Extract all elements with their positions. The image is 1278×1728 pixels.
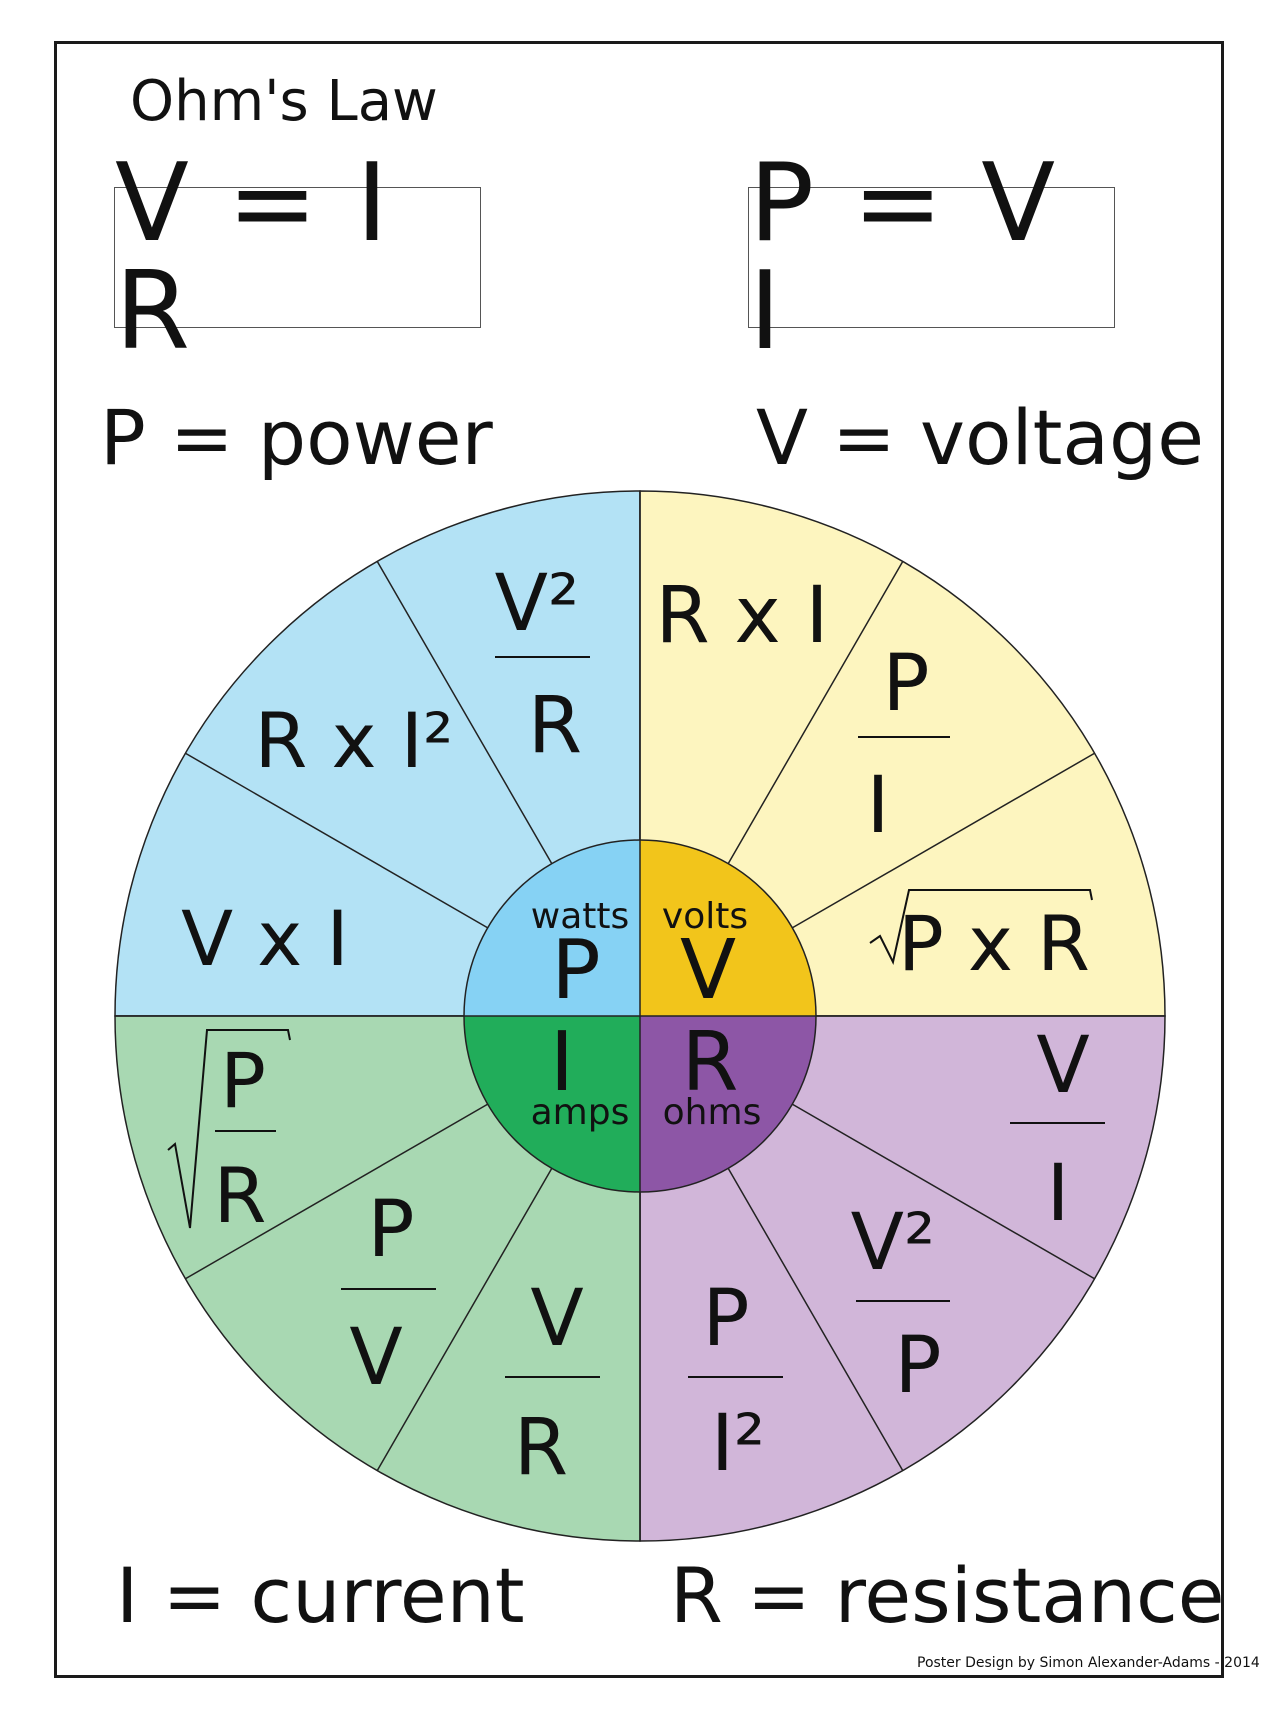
- center-resistance-unit: ohms: [663, 1092, 762, 1133]
- resistance-quadrant: [639, 1015, 1166, 1542]
- power-seg2-expression: R x I²: [255, 696, 454, 785]
- poster-credit: Poster Design by Simon Alexander-Adams -…: [917, 1655, 1260, 1671]
- resistance-seg1-numerator: V: [1036, 1021, 1089, 1111]
- formula-box-p-vi: P = V I: [748, 149, 1115, 365]
- center-resistance-symbol: R: [682, 1015, 739, 1110]
- power-seg1-numerator: V²: [495, 559, 580, 649]
- resistance-seg2-numerator: V²: [851, 1198, 936, 1288]
- current-seg1-numerator: P: [220, 1036, 266, 1125]
- current-quadrant: [114, 1015, 641, 1542]
- current-seg1-denominator: R: [214, 1151, 267, 1240]
- segment-dividers: [184, 560, 1096, 1472]
- center-voltage-symbol: V: [680, 923, 736, 1018]
- current-seg2-denominator: V: [349, 1313, 402, 1403]
- current-seg2-numerator: P: [367, 1185, 414, 1275]
- center-power: [464, 840, 640, 1016]
- formula-p-vi: P = V I: [749, 140, 1058, 374]
- center-power-unit: watts: [531, 896, 630, 937]
- center-voltage: [640, 840, 816, 1016]
- voltage-seg1-expression: R x I: [656, 571, 829, 661]
- formula-v-ir: V = I R: [115, 140, 390, 374]
- voltage-seg2-denominator: I: [866, 761, 889, 851]
- power-quadrant: [114, 490, 641, 1017]
- power-seg1-denominator: R: [528, 681, 582, 771]
- poster-frame: [54, 41, 1224, 1678]
- voltage-seg3-sqrt-sign: [869, 889, 1093, 965]
- definition-power: P = power: [100, 393, 493, 482]
- voltage-quadrant: [639, 490, 1166, 1017]
- definition-resistance: R = resistance: [670, 1551, 1225, 1640]
- center-power-symbol: P: [551, 923, 600, 1018]
- center-current-unit: amps: [531, 1092, 630, 1133]
- center-current-symbol: I: [550, 1015, 574, 1110]
- formula-box-v-ir: V = I R: [114, 149, 481, 365]
- current-seg1-sqrt-sign: [167, 1029, 291, 1229]
- current-seg3-numerator: V: [530, 1274, 583, 1364]
- resistance-seg3-numerator: P: [702, 1274, 749, 1364]
- definition-current: I = current: [116, 1551, 525, 1640]
- poster-title: Ohm's Law: [130, 69, 438, 134]
- center-current: [464, 1016, 640, 1192]
- resistance-seg2-denominator: P: [894, 1321, 941, 1411]
- current-seg3-denominator: R: [514, 1403, 568, 1493]
- center-voltage-unit: volts: [662, 896, 748, 937]
- resistance-seg3-denominator: I²: [711, 1399, 765, 1489]
- power-seg3-expression: V x I: [181, 894, 349, 983]
- center-resistance: [640, 1016, 816, 1192]
- voltage-seg2-numerator: P: [882, 639, 929, 729]
- voltage-seg3-radicand: P x R: [898, 899, 1090, 988]
- resistance-seg1-denominator: I: [1046, 1149, 1069, 1239]
- definition-voltage: V = voltage: [756, 393, 1204, 482]
